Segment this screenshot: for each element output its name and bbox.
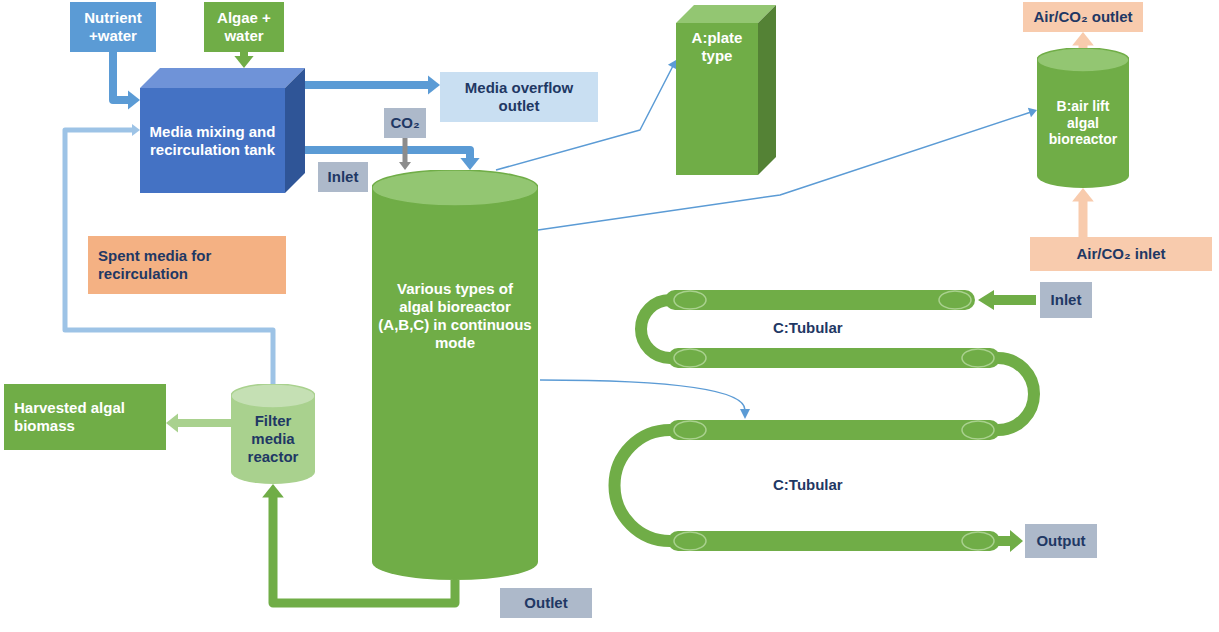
gas-tag: CO₂ [384, 108, 426, 138]
feed-arrowhead [740, 409, 750, 419]
main-bioreactor: Various types of algal bioreactor (A,B,C… [372, 170, 538, 580]
arrowhead [128, 90, 140, 109]
node-text: Output [1031, 532, 1091, 550]
node-text: A:plate type [682, 29, 752, 65]
cylinder-shape [372, 170, 538, 580]
input-box: Nutrient +water [70, 2, 156, 52]
tube-output-arrow [998, 530, 1023, 552]
airlift-reactor: B:air lift algal bioreactor [1037, 48, 1129, 188]
node-text: Inlet [1046, 291, 1086, 309]
plate-reactor: A:plate type [676, 5, 776, 175]
feed-line [540, 380, 745, 410]
tube-bend [998, 358, 1034, 430]
tube-bend [615, 430, 671, 541]
flow-connector [1072, 32, 1094, 48]
node-text: Inlet [324, 168, 362, 186]
arrowhead [166, 413, 178, 432]
flow-connector [538, 108, 1037, 230]
tube [665, 290, 975, 310]
arrowhead [668, 60, 677, 69]
node-text: Filter media reactor [237, 412, 309, 466]
connector-line [305, 81, 429, 89]
arrowhead [428, 75, 440, 94]
arrowhead [1028, 108, 1037, 117]
flow-connector [399, 138, 411, 170]
tubes [665, 290, 1000, 551]
arrowhead [262, 484, 284, 498]
node-text: Air/CO₂ outlet [1029, 8, 1137, 26]
tube-inlet-arrow [978, 290, 1036, 310]
connector-line [305, 150, 470, 159]
node-text: Various types of algal bioreactor (A,B,C… [378, 280, 532, 352]
port-tag: Outlet [500, 588, 592, 618]
port-tag: Inlet [1040, 282, 1092, 318]
outlet-box: Media overflow outlet [440, 72, 598, 122]
arrowhead [132, 124, 140, 136]
node-text: Spent media for recirculation [98, 247, 280, 283]
gas-port-box: Air/CO₂ inlet [1030, 237, 1212, 271]
flow-connector [234, 52, 253, 68]
arrowhead [399, 162, 411, 170]
tube [668, 420, 1000, 440]
connector-line [113, 52, 129, 100]
arrowhead [234, 56, 253, 68]
recirculation-box: Spent media for recirculation [88, 236, 286, 294]
arrowhead [1072, 32, 1094, 46]
flow-connector [305, 75, 440, 94]
connector-line [1079, 201, 1088, 238]
product-box: Harvested algal biomass [4, 384, 166, 450]
gas-port-box: Air/CO₂ outlet [1023, 2, 1143, 32]
tube-bends [615, 300, 1035, 541]
input-box: Algae + water [204, 2, 284, 52]
connector-line [403, 138, 408, 163]
node-text: CO₂ [390, 114, 420, 132]
tube [668, 531, 1000, 551]
tube-end-rings [674, 291, 994, 550]
section-label: C:Tubular [770, 319, 846, 336]
arrowhead [1072, 188, 1094, 202]
node-text: Algae + water [210, 9, 278, 45]
node-text: Outlet [506, 594, 586, 612]
node-text: B:air lift algal bioreactor [1043, 98, 1123, 148]
section-label: C:Tubular [770, 476, 846, 493]
flow-connector [1072, 188, 1094, 237]
node-text: Harvested algal biomass [14, 399, 160, 435]
arrowhead [460, 158, 479, 170]
connector-line [177, 419, 231, 427]
port-tag: Inlet [318, 162, 368, 192]
node-text: Media mixing and recirculation tank [146, 123, 279, 159]
tube-bend [641, 300, 670, 358]
connector-line [538, 112, 1030, 230]
node-text: Air/CO₂ inlet [1036, 245, 1206, 263]
tube [668, 348, 1000, 368]
flow-connector [113, 52, 140, 110]
node-text: Nutrient +water [76, 9, 150, 45]
node-text: Media overflow outlet [446, 79, 592, 115]
port-tag: Output [1025, 524, 1097, 558]
flow-connector [166, 413, 231, 432]
filter-reactor: Filter media reactor [231, 384, 315, 484]
mixing-tank: Media mixing and recirculation tank [140, 68, 305, 193]
